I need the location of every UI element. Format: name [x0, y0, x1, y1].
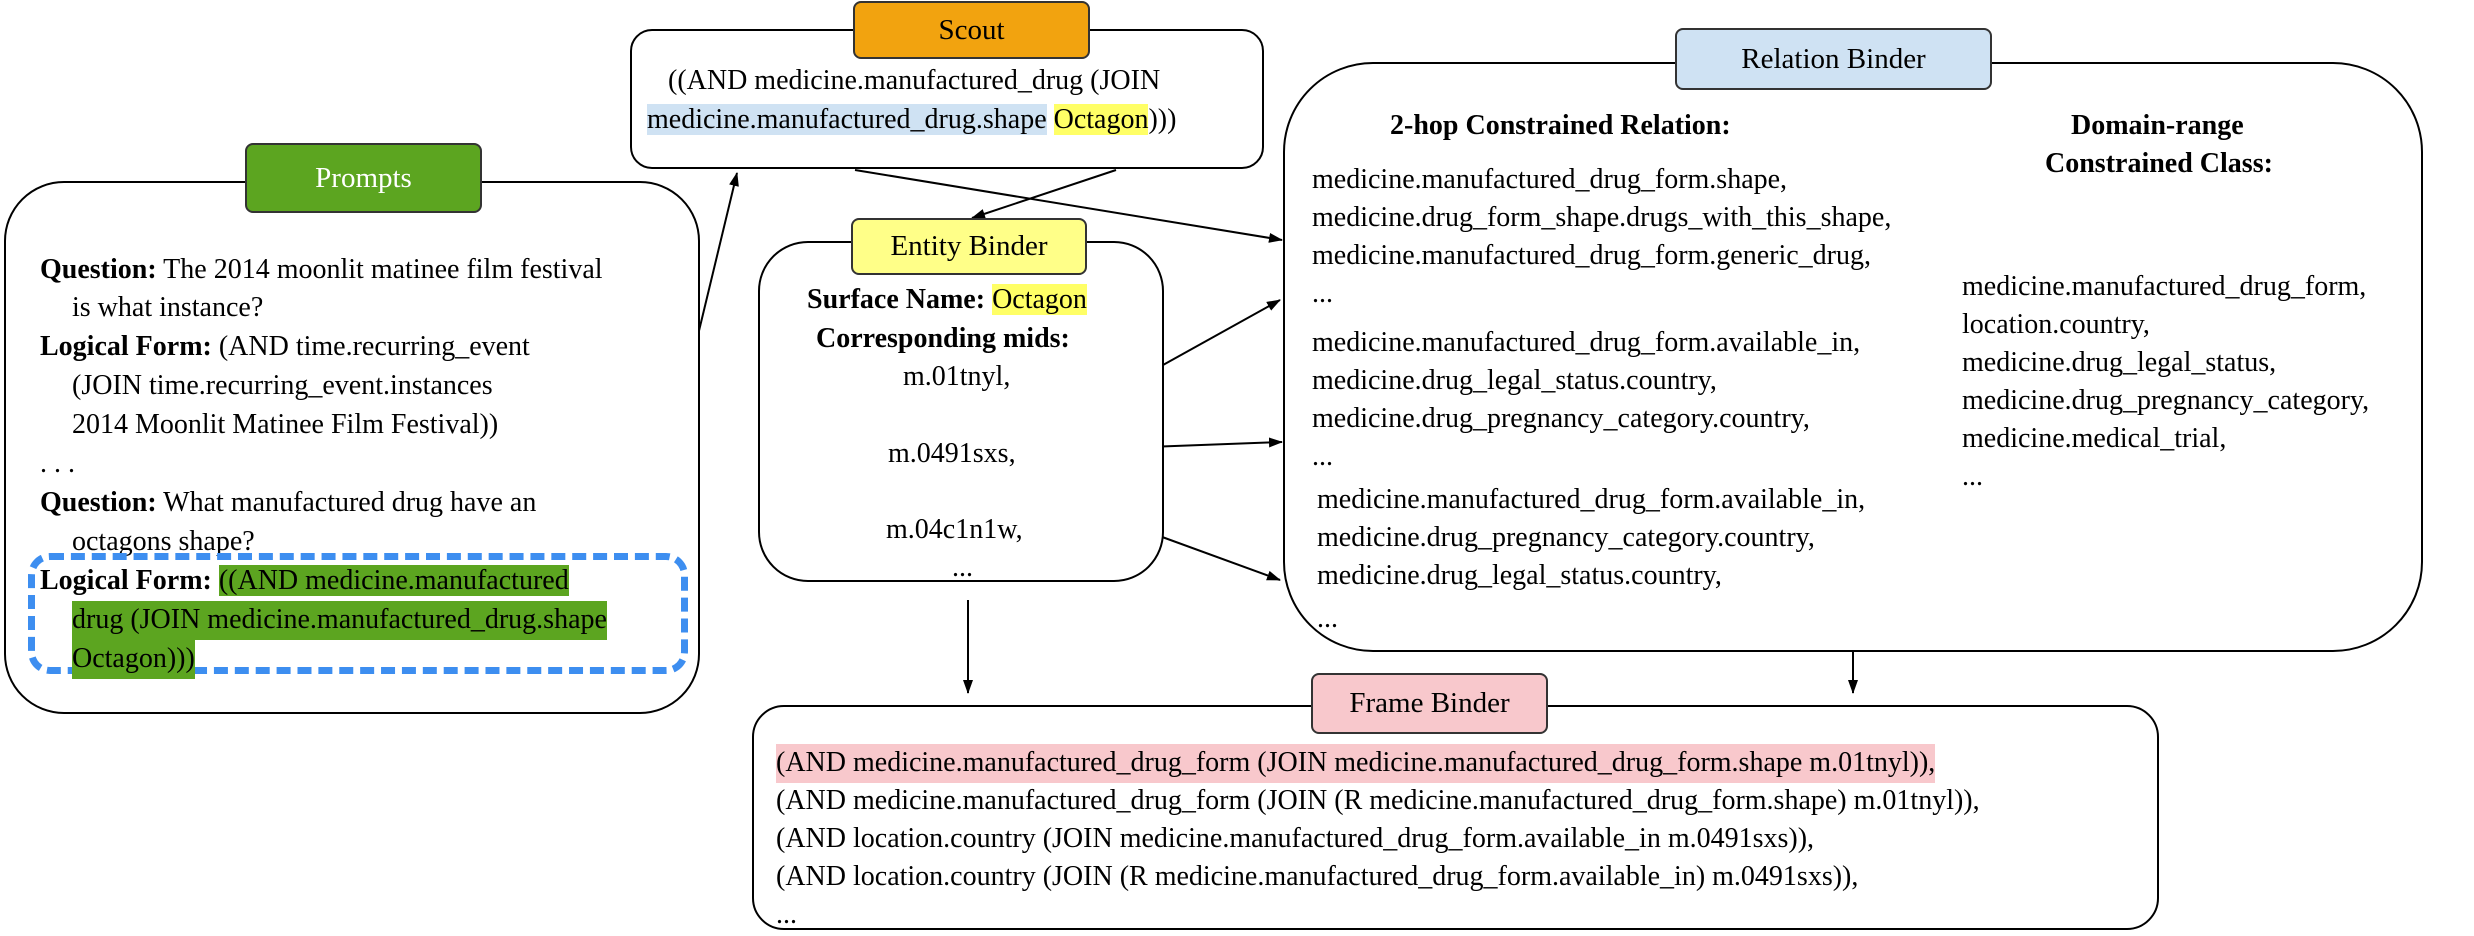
target-highlight-dashed — [28, 553, 688, 674]
arrow-scout-to-entity — [971, 169, 1117, 219]
entity-surface-name: Surface Name: Octagon — [807, 284, 1087, 315]
entity-binder-box — [758, 241, 1164, 582]
class-item-1: medicine.manufactured_drug_form, — [1962, 271, 2367, 302]
class-item-5: medicine.medical_trial, — [1962, 423, 2227, 454]
class-header-line-1: Domain-range — [2071, 110, 2244, 141]
prompt-question-2-cont: octagons shape? — [72, 526, 255, 557]
entity-binder-tag: Entity Binder — [851, 218, 1087, 275]
frame-line-4: (AND location.country (JOIN (R medicine.… — [776, 861, 1859, 892]
class-item-3: medicine.drug_legal_status, — [1962, 347, 2277, 378]
frame-line-1: (AND medicine.manufactured_drug_form (JO… — [776, 744, 1936, 783]
entity-mids-ellipsis: ... — [952, 552, 973, 583]
relation-group-1-item-2: medicine.drug_form_shape.drugs_with_this… — [1312, 202, 1892, 233]
relation-group-2-item-2: medicine.drug_legal_status.country, — [1312, 365, 1717, 396]
relation-binder-box — [1283, 62, 2423, 652]
class-item-2: location.country, — [1962, 309, 2150, 340]
relation-group-2-item-3: medicine.drug_pregnancy_category.country… — [1312, 403, 1810, 434]
arrow-mid3-to-relation — [1142, 529, 1281, 581]
entity-mid-2: m.0491sxs, — [888, 438, 1016, 469]
relation-group-3-item-2: medicine.drug_pregnancy_category.country… — [1317, 522, 1815, 553]
prompt-logical-form-1-cont-a: (JOIN time.recurring_event.instances — [72, 370, 493, 401]
class-ellipsis: ... — [1962, 461, 1983, 492]
relation-group-2-item-1: medicine.manufactured_drug_form.availabl… — [1312, 327, 1861, 358]
relation-group-3-item-1: medicine.manufactured_drug_form.availabl… — [1317, 484, 1866, 515]
frame-ellipsis: ... — [776, 899, 797, 930]
entity-mid-3: m.04c1n1w, — [886, 514, 1023, 545]
entity-mid-1: m.01tnyl, — [903, 361, 1011, 392]
arrow-mid2-to-relation — [1147, 437, 1283, 448]
prompt-logical-form-2: Logical Form: ((AND medicine.manufacture… — [40, 565, 569, 596]
relation-group-3-item-3: medicine.drug_legal_status.country, — [1317, 560, 1722, 591]
relation-group-2-ellipsis: ... — [1312, 441, 1333, 472]
class-header-line-2: Constrained Class: — [2045, 148, 2273, 179]
scout-line-2: medicine.manufactured_drug.shape Octagon… — [647, 104, 1177, 135]
entity-mids-header: Corresponding mids: — [816, 323, 1070, 354]
frame-binder-tag: Frame Binder — [1311, 673, 1548, 734]
frame-line-2: (AND medicine.manufactured_drug_form (JO… — [776, 785, 1980, 816]
prompt-logical-form-1-cont-b: 2014 Moonlit Matinee Film Festival)) — [72, 409, 499, 440]
scout-line-1: ((AND medicine.manufactured_drug (JOIN — [668, 65, 1161, 96]
prompt-logical-form-2-cont-b: Octagon))) — [72, 640, 195, 679]
relation-group-1-item-1: medicine.manufactured_drug_form.shape, — [1312, 164, 1788, 195]
relation-header: 2-hop Constrained Relation: — [1390, 110, 1731, 141]
frame-line-3: (AND location.country (JOIN medicine.man… — [776, 823, 1815, 854]
prompt-logical-form-1: Logical Form: (AND time.recurring_event — [40, 331, 530, 362]
prompt-question-1-cont: is what instance? — [72, 292, 264, 323]
class-item-4: medicine.drug_pregnancy_category, — [1962, 385, 2370, 416]
scout-tag: Scout — [853, 1, 1090, 59]
prompt-question-1: Question: The 2014 moonlit matinee film … — [40, 254, 603, 285]
relation-group-1-ellipsis: ... — [1312, 278, 1333, 309]
prompt-question-2: Question: What manufactured drug have an — [40, 487, 537, 518]
arrow-mid1-to-relation — [1144, 299, 1281, 376]
relation-group-3-ellipsis: ... — [1317, 603, 1338, 634]
arrow-scout-to-relation — [854, 169, 1283, 243]
prompt-logical-form-2-cont-a: drug (JOIN medicine.manufactured_drug.sh… — [72, 601, 607, 640]
relation-group-1-item-3: medicine.manufactured_drug_form.generic_… — [1312, 240, 1872, 271]
prompts-tag: Prompts — [245, 143, 482, 213]
relation-binder-tag: Relation Binder — [1675, 28, 1992, 90]
prompt-ellipsis: . . . — [40, 448, 75, 479]
